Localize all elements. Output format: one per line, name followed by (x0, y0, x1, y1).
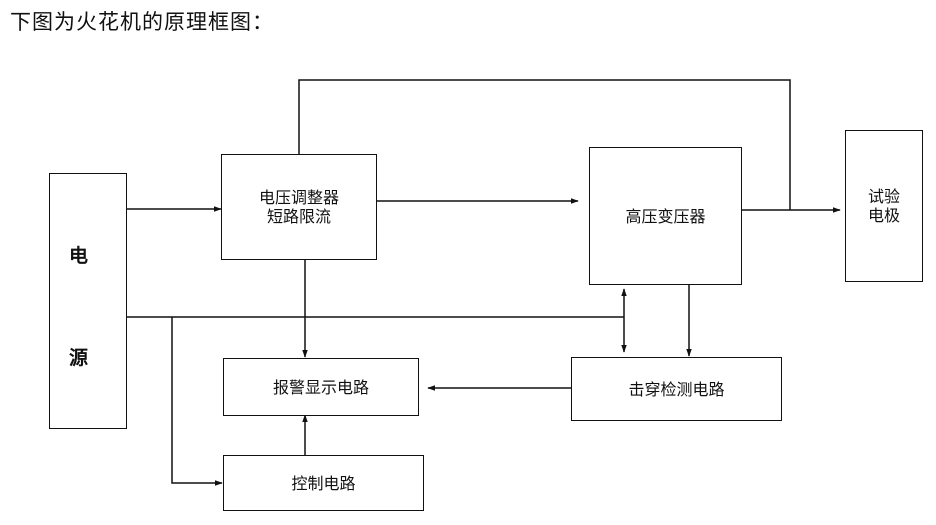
power-source-block (49, 173, 127, 429)
breakdown-detection-label: 击穿检测电路 (628, 379, 725, 399)
voltage-regulator-label: 电压调整器 短路限流 (258, 188, 339, 226)
alarm-display-block: 报警显示电路 (223, 358, 419, 416)
breakdown-detection-block: 击穿检测电路 (571, 357, 782, 421)
power-label-top: 电 (69, 245, 89, 267)
test-electrode-block: 试验 电极 (845, 130, 923, 282)
page-title: 下图为火花机的原理框图： (10, 10, 274, 34)
hv-transformer-block: 高压变压器 (589, 147, 742, 285)
control-circuit-label: 控制电路 (291, 473, 356, 493)
hv-transformer-label: 高压变压器 (625, 206, 706, 226)
wire-top-loop (298, 79, 791, 210)
power-label-bottom: 源 (69, 347, 89, 369)
wire-bus-to-control (171, 317, 223, 486)
alarm-display-label: 报警显示电路 (272, 377, 369, 397)
test-electrode-label: 试验 电极 (867, 187, 900, 225)
control-circuit-block: 控制电路 (223, 455, 424, 511)
voltage-regulator-block: 电压调整器 短路限流 (221, 154, 377, 260)
